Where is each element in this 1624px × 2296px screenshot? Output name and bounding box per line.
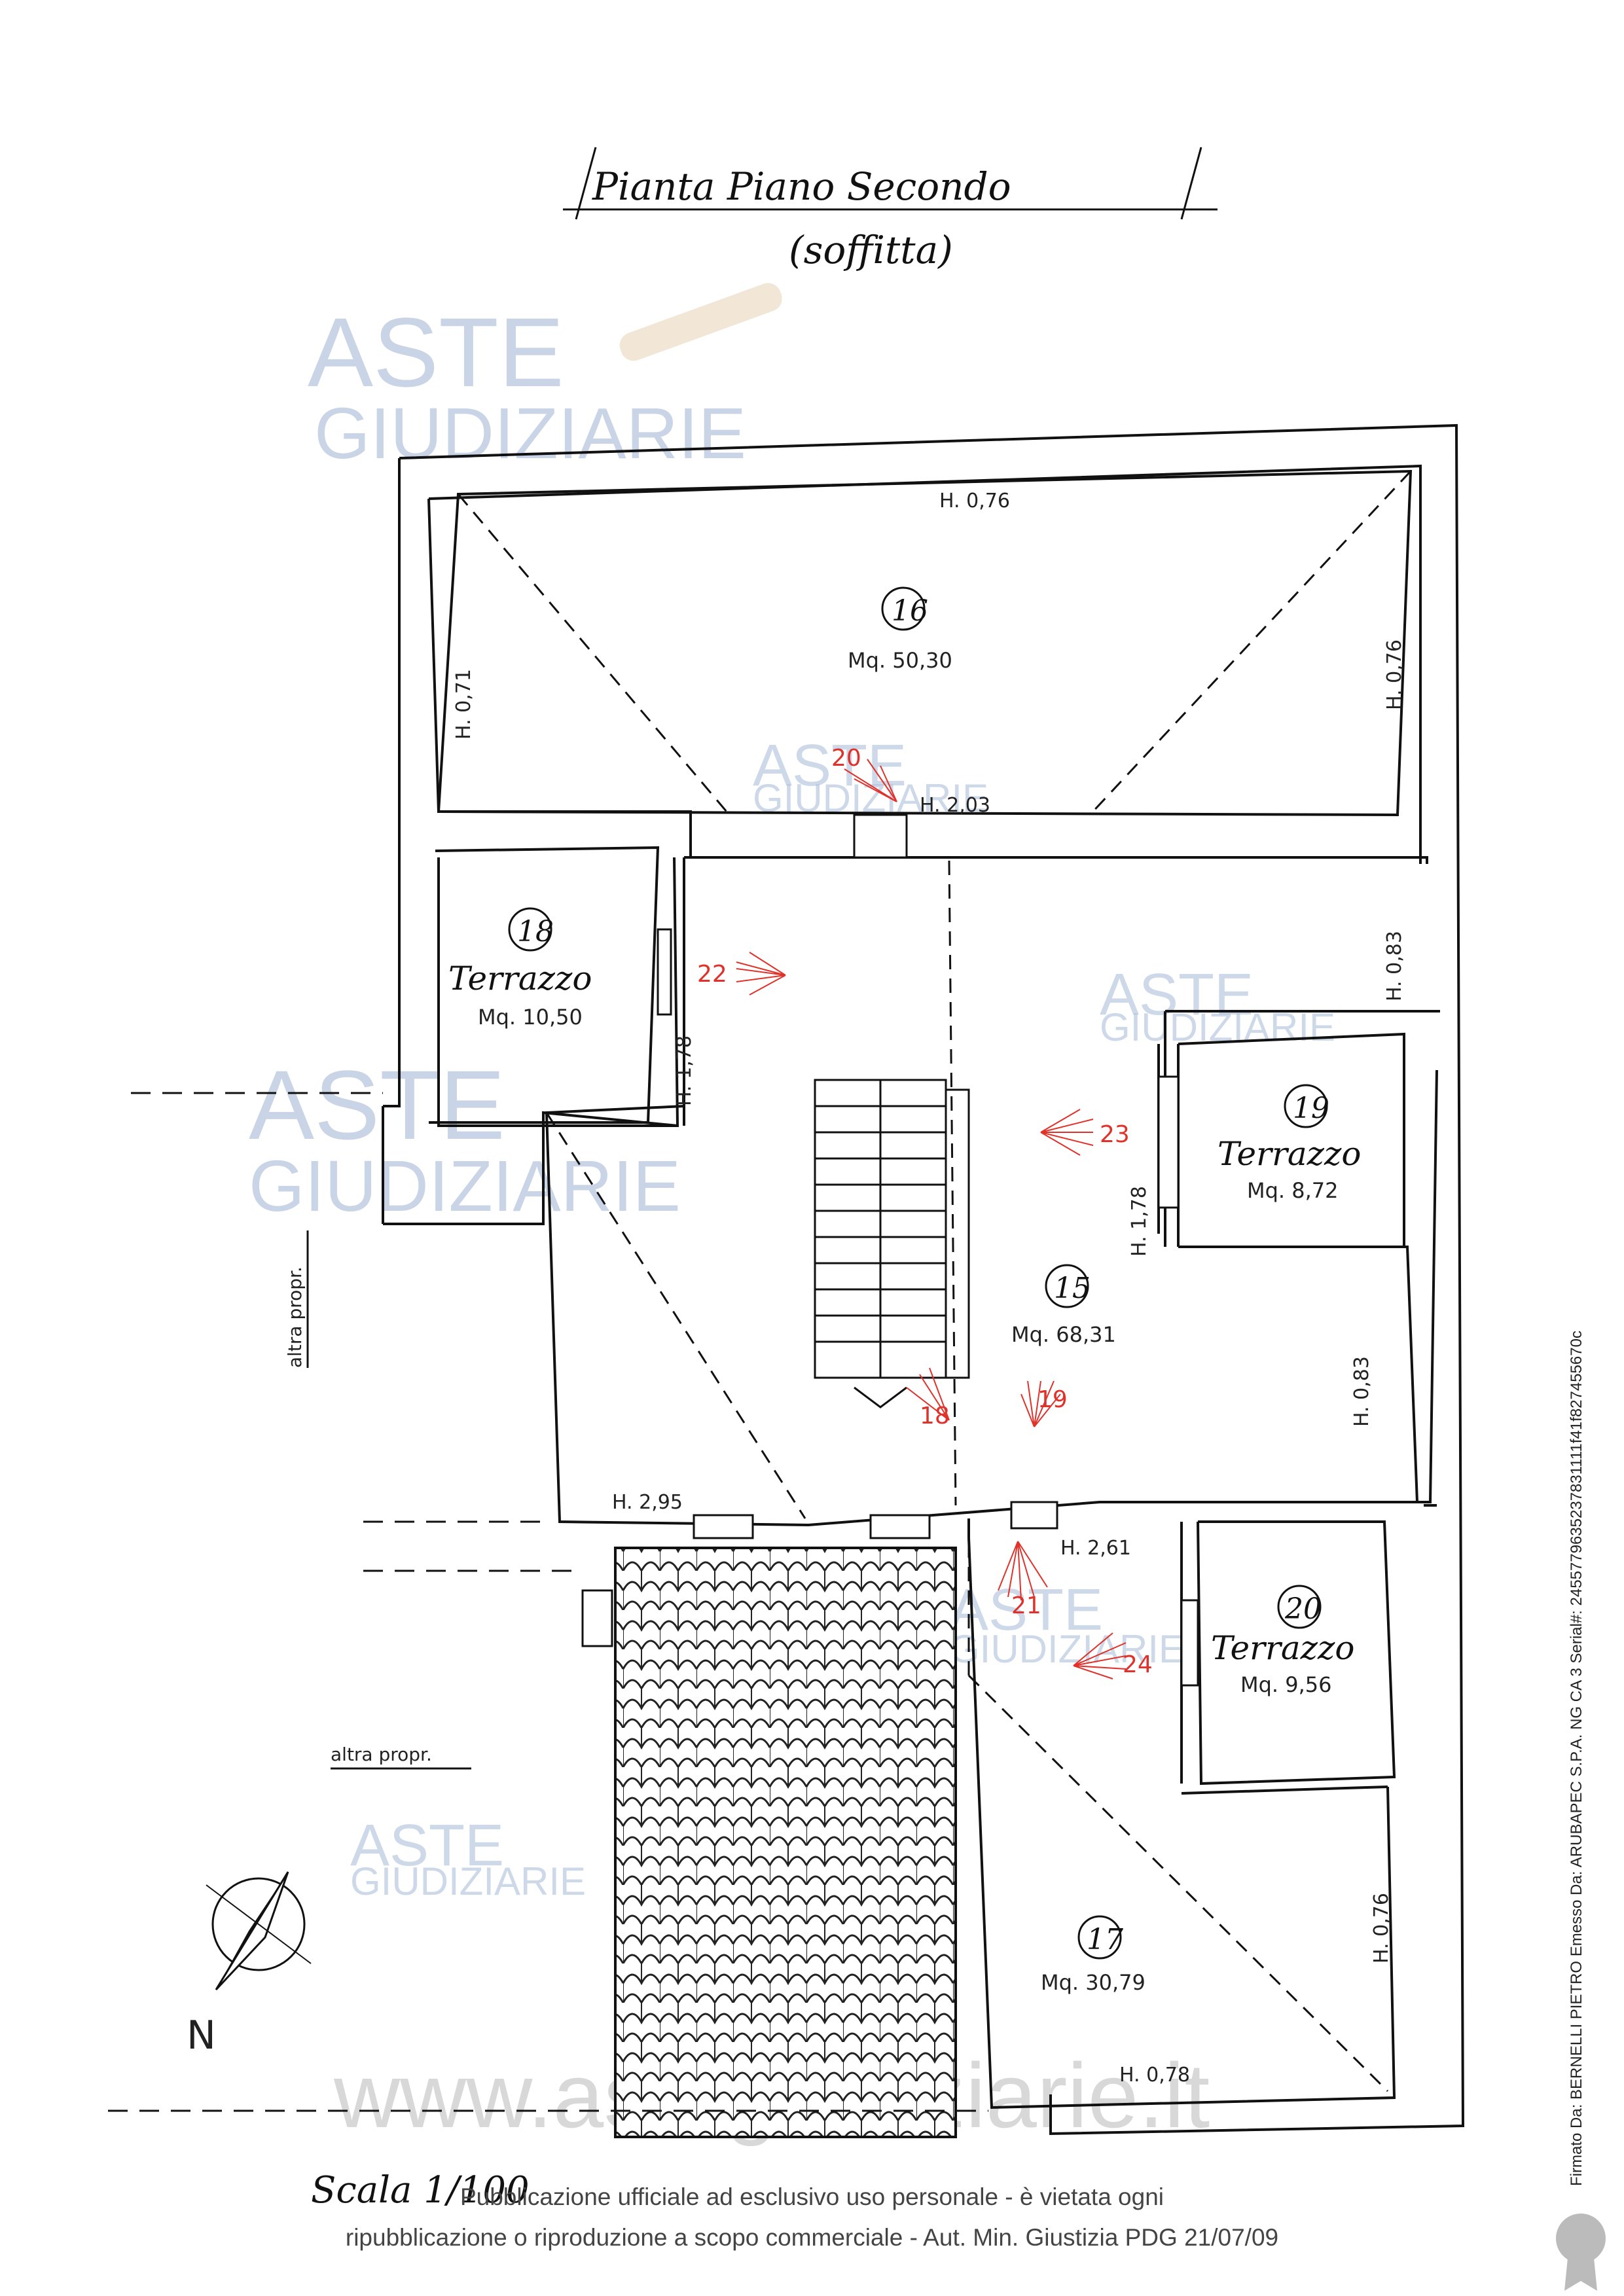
room-19-number: 19 (1293, 1092, 1329, 1125)
watermark-giudiziarie: GIUDIZIARIE (314, 393, 746, 474)
height-label: H. 0,83 (1350, 1356, 1373, 1427)
page-subtitle: (soffitta) (789, 228, 953, 272)
room-15-number: 15 (1054, 1272, 1091, 1305)
height-label: H. 0,71 (452, 669, 475, 740)
boundary-lines (108, 1092, 988, 2112)
room-16-area: Mq. 50,30 (848, 648, 952, 673)
room-17-area: Mq. 30,79 (1041, 1970, 1146, 1995)
room-17-number: 17 (1087, 1923, 1123, 1956)
height-label: H. 1,78 (673, 1035, 696, 1106)
photo-point-labels: 20 22 23 18 19 21 24 (697, 745, 1153, 1678)
neighbor-labels: altra propr. altra propr. (284, 1230, 471, 1770)
hip-lines (457, 470, 1412, 2092)
scale-label: Scala 1/100 (311, 2169, 530, 2212)
staircase (814, 1079, 970, 1408)
height-label: H. 0,76 (1370, 1893, 1393, 1964)
north-label: N (187, 2013, 216, 2058)
page-title: Pianta Piano Secondo (592, 164, 1011, 209)
height-label: H. 0,78 (1119, 2064, 1190, 2087)
room-20-name: Terrazzo (1211, 1629, 1354, 1667)
room-20-area: Mq. 9,56 (1240, 1672, 1332, 1697)
terrace-18-outline (429, 846, 660, 1124)
seal-icon (1556, 2214, 1606, 2291)
watermark-aste: ASTE (308, 297, 564, 407)
room-18-area: Mq. 10,50 (478, 1005, 583, 1030)
watermark-aste: ASTE (249, 1050, 505, 1160)
watermark-aste: ASTE (949, 1577, 1103, 1643)
room-19-name: Terrazzo (1218, 1135, 1361, 1173)
footer-line-2: ripubblicazione o riproduzione a scopo c… (345, 2224, 1279, 2251)
room-16-outline (437, 469, 1413, 817)
height-label: H. 0,76 (1383, 639, 1406, 710)
photo-point-label: 19 (1038, 1386, 1068, 1413)
height-label: H. 0,83 (1383, 931, 1406, 1001)
height-label: H. 2,61 (1060, 1537, 1131, 1560)
room-18-name: Terrazzo (448, 960, 592, 997)
height-label: H. 1,78 (1128, 1186, 1151, 1257)
height-label: H. 2,95 (612, 1491, 683, 1514)
height-labels: H. 0,76 H. 0,71 H. 0,76 H. 2,03 H. 0,83 … (452, 490, 1406, 2087)
room-15-area: Mq. 68,31 (1011, 1322, 1116, 1347)
room-16-number: 16 (892, 594, 928, 628)
photo-point-label: 20 (831, 745, 861, 772)
photo-point-label: 23 (1100, 1121, 1130, 1148)
room-20-number: 20 (1284, 1592, 1322, 1626)
neighbor-label: altra propr. (284, 1266, 306, 1368)
watermark-aste: ASTE (1100, 962, 1254, 1028)
gavel-watermark (619, 283, 782, 361)
watermark-giudiziarie: GIUDIZIARIE (350, 1859, 586, 1903)
height-label: H. 0,76 (939, 490, 1010, 512)
signature-text: Firmato Da: BERNELLI PIETRO Emesso Da: A… (1568, 1331, 1585, 2186)
watermark-giudiziarie: GIUDIZIARIE (949, 1627, 1185, 1671)
north-arrow: N (187, 1871, 312, 2058)
footer-line-1: Pubblicazione ufficiale ad esclusivo uso… (460, 2183, 1164, 2210)
room-18-number: 18 (517, 915, 554, 948)
room-labels: 16 Mq. 50,30 15 Mq. 68,31 17 Mq. 30,79 1… (448, 586, 1361, 1995)
photo-point-label: 24 (1123, 1651, 1153, 1678)
photo-points (736, 759, 1127, 1679)
photo-point-label: 18 (920, 1403, 950, 1429)
watermark-giudiziarie: GIUDIZIARIE (249, 1146, 681, 1227)
watermark-aste: ASTE (350, 1813, 504, 1878)
height-label: H. 2,03 (920, 794, 990, 817)
room-19-area: Mq. 8,72 (1247, 1178, 1339, 1203)
neighbor-label: altra propr. (331, 1744, 432, 1765)
photo-point-label: 22 (697, 961, 727, 988)
photo-point-label: 21 (1011, 1592, 1041, 1619)
roof-tiles (614, 1547, 957, 2138)
title-block: Pianta Piano Secondo (soffitta) (563, 147, 1218, 272)
openings (581, 814, 1199, 1687)
